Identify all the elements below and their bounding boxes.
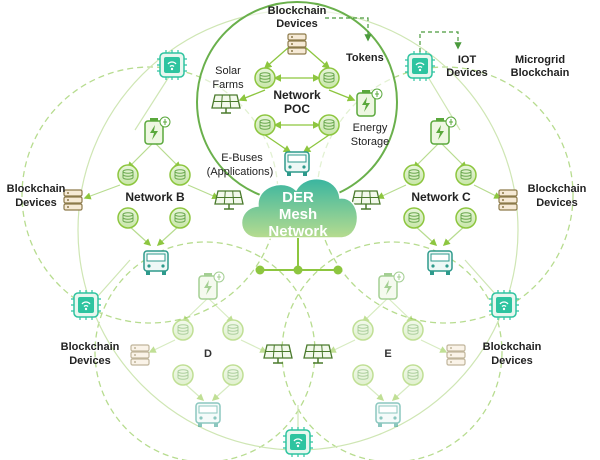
network-d-solar-icon [263, 344, 293, 364]
network-b-links [83, 141, 220, 246]
right-devices-label: Devices [536, 197, 578, 209]
network-e-solar-icon [303, 344, 333, 364]
left-devices-label: Devices [15, 197, 57, 209]
network-c-node-icon [455, 164, 477, 186]
network-b-battery-icon [144, 116, 171, 145]
network-c-node-icon [403, 164, 425, 186]
der-mesh-cloud: DER Mesh Network [240, 177, 359, 275]
network-c-links [376, 141, 502, 246]
energy-storage-label: Storage [351, 136, 390, 148]
network-b-bus-icon [143, 250, 169, 276]
iot-wireless-icon [156, 49, 188, 81]
poc-node-icon [318, 114, 340, 136]
left-blockchain-label: Blockchain [7, 183, 66, 195]
network-c-node-icon [403, 207, 425, 229]
network-c-battery-icon [430, 116, 457, 145]
energy-storage-label: Energy [353, 122, 388, 134]
network-b-node-icon [117, 164, 139, 186]
cloud-line: DER [282, 189, 314, 206]
network-d-title: D [204, 348, 212, 360]
iot-wireless-icon [282, 426, 314, 458]
network-d-group [130, 271, 268, 428]
poc-node-icon [318, 67, 340, 89]
network-c-node-icon [455, 207, 477, 229]
network-b-solar-icon [214, 190, 244, 210]
cloud-line: Mesh [279, 206, 317, 223]
solar-farms-label: Solar [215, 65, 241, 77]
network-c-solar-icon [351, 190, 381, 210]
microgrid-label: Microgrid [515, 54, 565, 66]
token-connector [325, 17, 462, 52]
iot-wireless-icon [70, 289, 102, 321]
solar-farms-label: Farms [212, 79, 244, 91]
top-devices-label: Devices [276, 18, 318, 30]
poc-node-icon [254, 114, 276, 136]
network-b-node-icon [169, 164, 191, 186]
network-d-node-icon [222, 319, 244, 341]
electric-bus-icon [284, 151, 310, 177]
poc-server-icon [287, 33, 307, 55]
network-b-node-icon [169, 207, 191, 229]
right-blockchain-label: Blockchain [528, 183, 587, 195]
network-poc-title: Network [273, 88, 321, 102]
network-d-node-icon [172, 364, 194, 386]
cloud-line: Network [268, 223, 328, 240]
iot-wireless-icon [488, 289, 520, 321]
tokens-label: Tokens [346, 52, 384, 64]
network-e-server-icon [446, 344, 466, 366]
network-d-node-icon [172, 319, 194, 341]
e-buses-label: (Applications) [207, 166, 274, 178]
top-blockchain-label: Blockchain [268, 5, 327, 17]
network-d-battery-icon [198, 271, 225, 300]
network-e-node-icon [402, 319, 424, 341]
microgrid-blockchain-label: Blockchain [511, 67, 570, 79]
bottom-right-blockchain-label: Blockchain [483, 341, 542, 353]
poc-node-icon [254, 67, 276, 89]
network-e-node-icon [352, 364, 374, 386]
iot-label: IOT [458, 54, 477, 66]
network-e-node-icon [402, 364, 424, 386]
iot-devices-label: Devices [446, 67, 488, 79]
network-poc-title: POC [284, 102, 310, 116]
bottom-right-devices-label: Devices [491, 355, 533, 367]
network-e-bus-icon [375, 402, 401, 428]
bottom-left-blockchain-label: Blockchain [61, 341, 120, 353]
network-c-title: Network C [411, 190, 471, 204]
network-c-bus-icon [427, 250, 453, 276]
network-b-title: Network B [125, 190, 185, 204]
network-b-server-icon [63, 189, 83, 211]
network-e-node-icon [352, 319, 374, 341]
bottom-left-devices-label: Devices [69, 355, 111, 367]
network-e-battery-icon [378, 271, 405, 300]
e-buses-label: E-Buses [221, 152, 263, 164]
network-e-group [328, 271, 466, 428]
network-c-server-icon [498, 189, 518, 211]
network-d-node-icon [222, 364, 244, 386]
network-b-node-icon [117, 207, 139, 229]
iot-wireless-icon [404, 50, 436, 82]
network-e-title: E [384, 348, 391, 360]
network-d-server-icon [130, 344, 150, 366]
network-d-bus-icon [195, 402, 221, 428]
